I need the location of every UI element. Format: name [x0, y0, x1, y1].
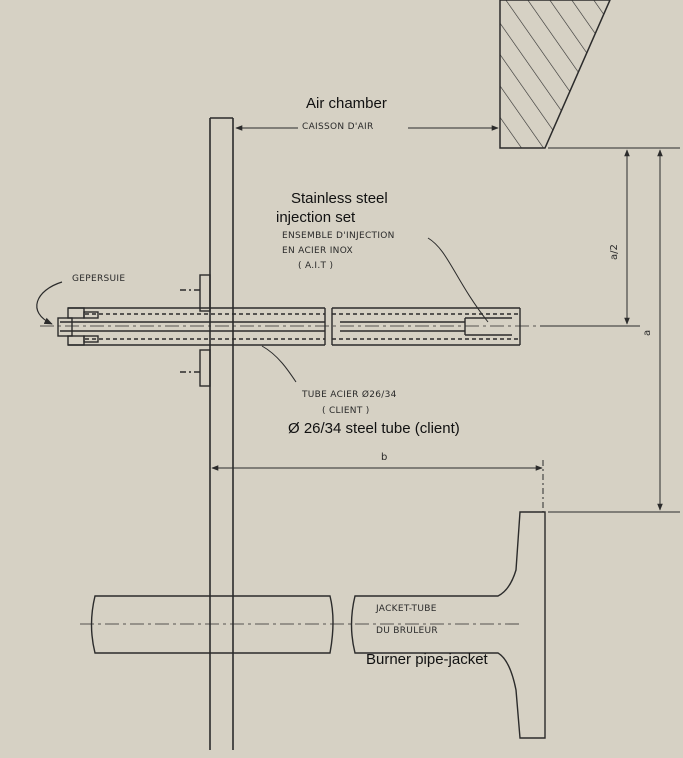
dimension-half-a-label: a/2	[609, 244, 620, 260]
injection-set-leader	[427, 237, 489, 323]
jacket-tube-label-fr-line2: DU BRULEUR	[376, 626, 438, 636]
steel-tube-leader	[261, 345, 297, 383]
air-chamber-label-fr: CAISSON D'AIR	[302, 122, 374, 132]
injection-set-label-line1: Stainless steel	[291, 190, 388, 207]
injection-set-label-fr-line1: ENSEMBLE D'INJECTION	[282, 231, 395, 241]
flange	[180, 274, 211, 387]
injection-set-label-line2: injection set	[276, 209, 356, 226]
burner-pipe-left	[90, 595, 334, 654]
injection-set-label-fr-line2: EN ACIER INOX	[282, 246, 353, 256]
dimension-b-label: b	[381, 452, 388, 463]
burner-pipe-jacket	[350, 511, 546, 739]
burner-pipe-jacket-label: Burner pipe-jacket	[366, 651, 488, 668]
gepersuie-label: GEPERSUIE	[72, 274, 126, 284]
injection-set-label-fr-line3: ( A.I.T )	[298, 261, 334, 271]
steel-tube-label-fr-line1: TUBE ACIER Ø26/34	[302, 390, 397, 400]
vertical-plate	[209, 117, 234, 750]
injection-tube-left	[57, 307, 326, 346]
gepersuie-leader	[36, 281, 63, 325]
air-chamber-label: Air chamber	[306, 95, 387, 112]
steel-tube-label-fr-line2: ( CLIENT )	[322, 406, 370, 416]
horizontal-dimension-b	[211, 460, 544, 512]
injection-tube-right	[331, 307, 521, 346]
air-chamber-wall	[499, 0, 611, 149]
vertical-dimensions	[540, 147, 680, 513]
steel-tube-label: Ø 26/34 steel tube (client)	[288, 420, 460, 437]
dimension-a-label: a	[642, 329, 653, 336]
jacket-tube-label-fr-line1: JACKET-TUBE	[376, 604, 437, 614]
